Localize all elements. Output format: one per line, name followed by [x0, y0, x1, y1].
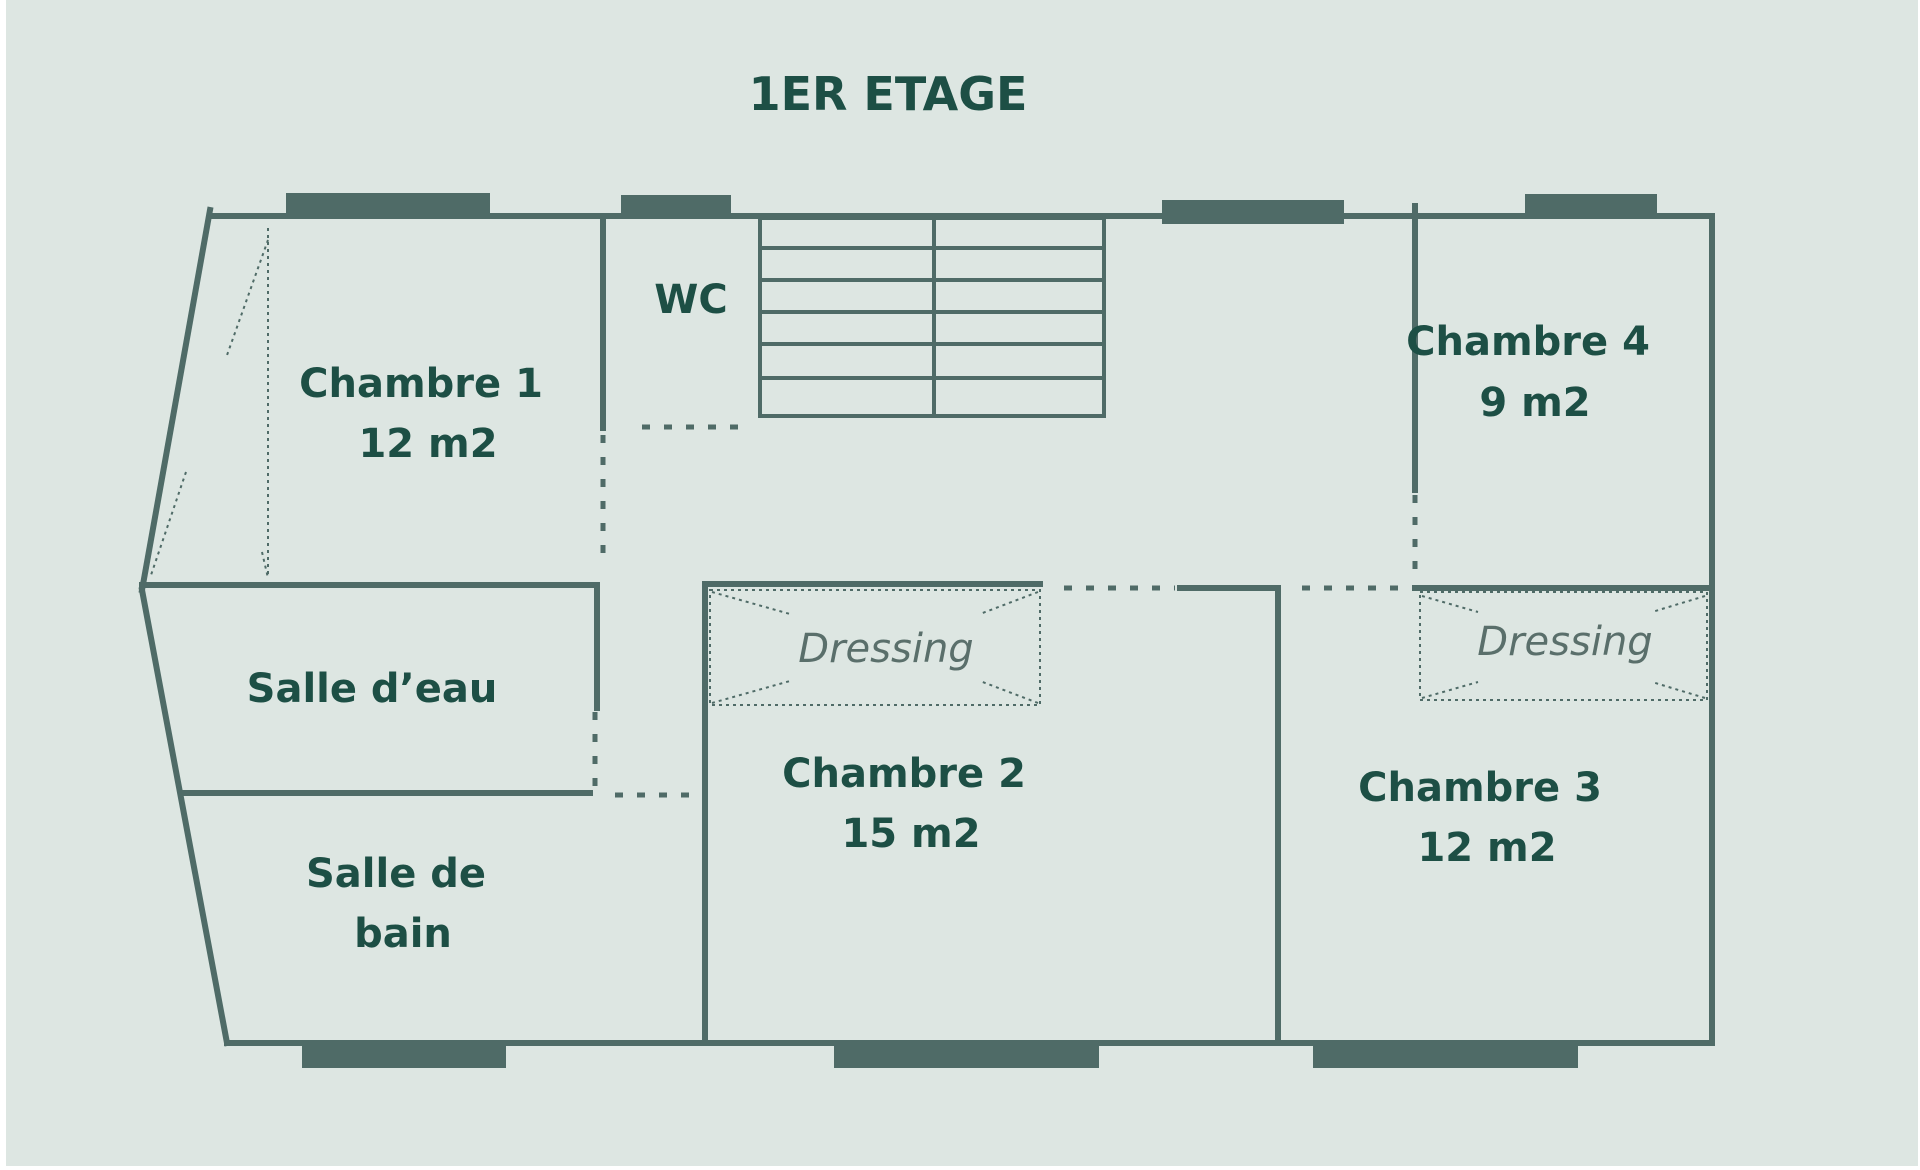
staircase — [758, 216, 1106, 418]
dressing-label: Dressing — [1477, 619, 1652, 665]
window — [1162, 200, 1344, 224]
left-wall-lower — [138, 586, 231, 1047]
dressing-label: Dressing — [798, 626, 973, 672]
left-wall-upper — [138, 206, 214, 594]
windows — [286, 193, 1657, 1068]
room-label-wc: WC — [654, 277, 727, 323]
window — [1313, 1042, 1578, 1068]
interior-walls — [139, 203, 1715, 1046]
dressing-line — [1421, 681, 1479, 699]
closet-line — [149, 471, 187, 579]
window — [621, 195, 731, 216]
dressing-area-chambre-3: Dressing — [1419, 591, 1708, 701]
window — [286, 193, 490, 216]
door-openings — [592, 424, 1418, 798]
window — [834, 1042, 1099, 1068]
room-labels: Chambre 1 12 m2 WC Chambre 4 9 m2 Salle … — [247, 277, 1664, 957]
closet-line — [261, 551, 269, 579]
room-label-salle-de-bain: Salle de bain — [306, 851, 500, 957]
plan-title: 1ER ETAGE — [749, 67, 1028, 121]
window — [302, 1042, 506, 1068]
dressing-line — [1651, 681, 1706, 699]
room-label-salle-deau: Salle d’eau — [247, 666, 498, 712]
window — [1525, 194, 1657, 216]
closet-chambre-1 — [149, 228, 269, 579]
dressing-line — [1421, 595, 1479, 613]
dressing-area-chambre-2: Dressing — [709, 589, 1041, 706]
room-label-chambre-4: Chambre 4 9 m2 — [1406, 319, 1664, 426]
dressing-line — [979, 591, 1039, 615]
room-label-chambre-1: Chambre 1 12 m2 — [299, 361, 557, 467]
dressing-outline — [709, 589, 1041, 706]
room-label-chambre-2: Chambre 2 15 m2 — [782, 751, 1040, 857]
dressing-line — [979, 680, 1039, 704]
room-label-chambre-3: Chambre 3 12 m2 — [1358, 765, 1616, 871]
dressing-line — [1651, 595, 1706, 613]
dressing-outline — [1419, 591, 1708, 701]
